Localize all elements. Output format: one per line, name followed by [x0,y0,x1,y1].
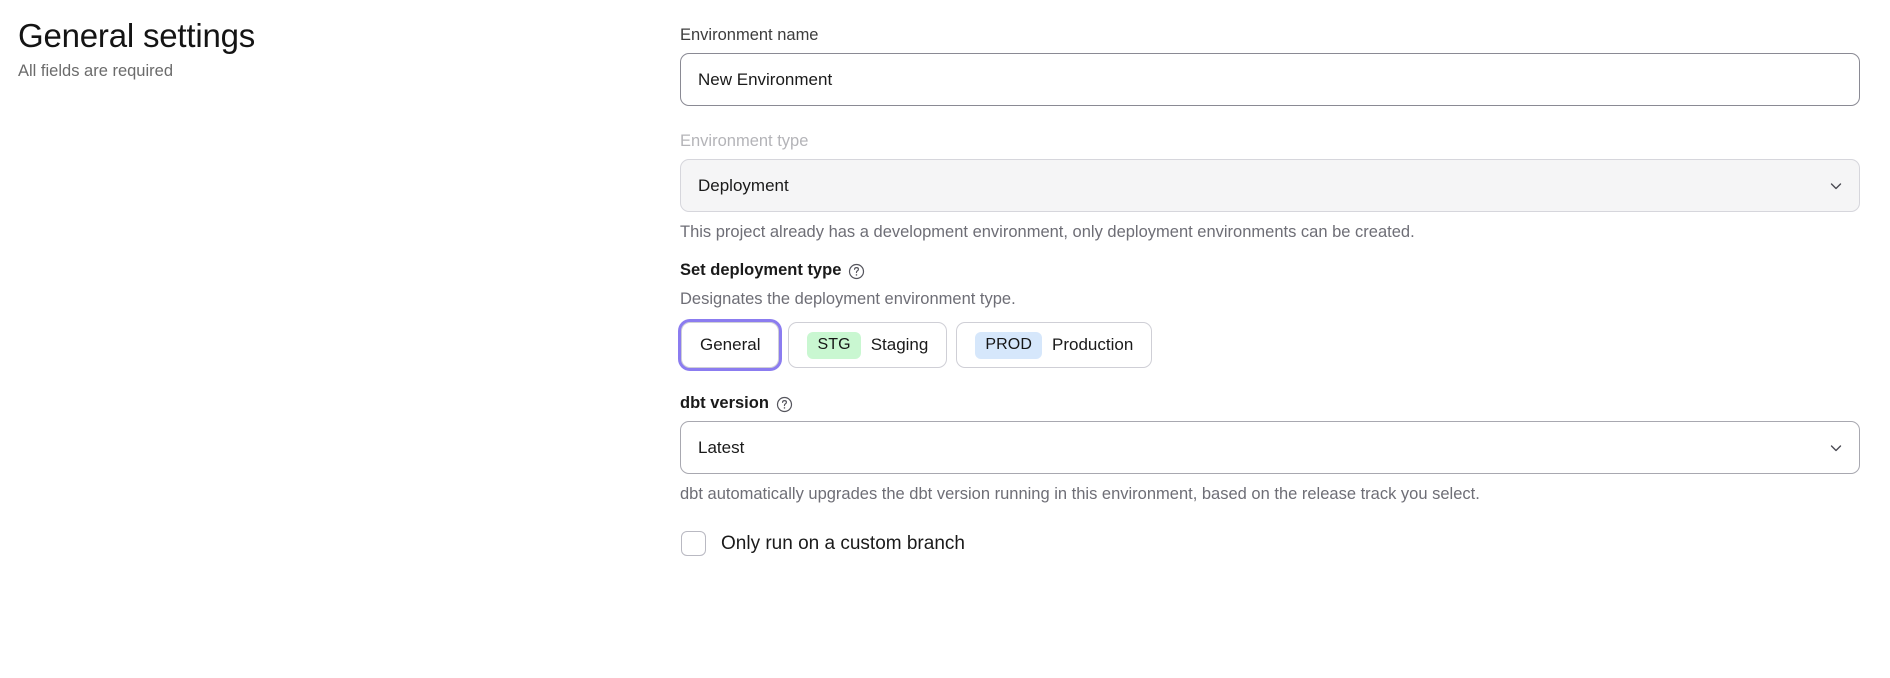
production-badge: PROD [975,331,1042,359]
environment-type-helper-text: This project already has a development e… [680,223,1415,241]
environment-name-label: Environment name [680,26,819,44]
settings-intro-column: General settings All fields are required [0,0,680,82]
help-circle-icon[interactable] [776,396,793,413]
custom-branch-label: Only run on a custom branch [721,532,965,554]
general-settings-form: Environment name Environment type Deploy… [680,0,1890,556]
staging-badge: STG [807,331,861,359]
help-circle-icon[interactable] [848,263,865,280]
dbt-version-label: dbt version [680,394,769,412]
deployment-type-option-staging-label: Staging [870,335,929,354]
custom-branch-row[interactable]: Only run on a custom branch [680,531,1860,556]
deployment-type-option-general-label: General [700,335,761,354]
deployment-type-label: Set deployment type [680,261,842,279]
deployment-type-label-row: Set deployment type [680,259,1860,281]
environment-type-label: Environment type [680,132,809,150]
deployment-type-option-general[interactable]: General [681,322,780,368]
dbt-version-select-value: Latest [680,421,1860,474]
environment-type-field: Environment type Deployment This project… [680,130,1860,243]
dbt-version-field: dbt version Latest dbt automatica [680,392,1860,505]
environment-name-input[interactable] [680,53,1860,106]
deployment-type-option-staging[interactable]: STG Staging [788,322,948,368]
dbt-version-label-row: dbt version [680,392,1860,414]
spacer [680,106,1860,130]
dbt-version-helper-text: dbt automatically upgrades the dbt versi… [680,485,1480,503]
environment-name-field: Environment name [680,24,1860,106]
deployment-type-option-production[interactable]: PROD Production [956,322,1153,368]
deployment-type-options: General STG Staging PROD Production [680,322,1860,368]
page-subtitle: All fields are required [18,62,173,80]
spacer [680,368,1860,392]
deployment-type-option-production-label: Production [1052,335,1134,354]
deployment-type-field: Set deployment type Designates the deplo… [680,259,1860,368]
page-title: General settings [18,17,256,54]
dbt-version-select[interactable]: Latest [680,421,1860,474]
environment-type-select[interactable]: Deployment [680,159,1860,212]
environment-type-select-value: Deployment [680,159,1860,212]
deployment-type-description: Designates the deployment environment ty… [680,290,1016,308]
spacer [680,243,1860,259]
custom-branch-checkbox[interactable] [681,531,706,556]
